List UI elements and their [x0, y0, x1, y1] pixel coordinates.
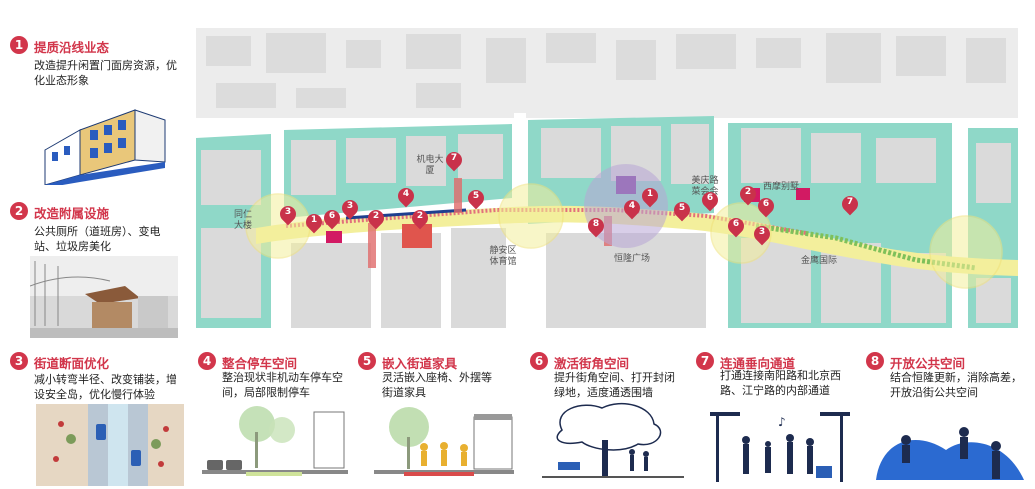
map-pin[interactable]: 4 [394, 184, 418, 210]
panel-4-desc: 整治现状非机动车停车空间，局部限制停车 [222, 371, 343, 399]
parking-section-illustration [202, 406, 348, 476]
map-pin[interactable]: 7 [838, 192, 862, 218]
panel-8-desc: 结合恒隆更新，消除高差，开放沿街公共空间 [890, 371, 1022, 399]
public-space-illustration [876, 427, 1024, 480]
panel-8-badge: 8 [866, 352, 884, 370]
panel-7-badge: 7 [696, 352, 714, 370]
map-pin[interactable]: 5 [464, 186, 488, 212]
map-label-ximo: 西摩别墅 [762, 182, 799, 192]
panel-2-badge: 2 [10, 202, 28, 220]
panel-3-badge: 3 [10, 352, 28, 370]
panel-3-title: 街道断面优化 [34, 356, 110, 371]
street-section-plan [36, 404, 184, 486]
furniture-illustration [374, 407, 514, 476]
panel-7-title: 连通垂向通道 [720, 356, 796, 371]
map-label-jinying: 金鹰国际 [800, 256, 837, 266]
map-pin[interactable]: 1 [302, 210, 326, 236]
panel-5-badge: 5 [358, 352, 376, 370]
storefront-illustration [44, 109, 166, 185]
map-label-jidian: 机电大厦 [416, 155, 444, 176]
panel-6-badge: 6 [530, 352, 548, 370]
map-pin[interactable]: 6 [754, 194, 778, 220]
map-pin[interactable]: 3 [276, 202, 300, 228]
map-pin[interactable]: 2 [736, 182, 760, 208]
panel-6-title: 激活街角空间 [554, 356, 630, 371]
panel-1-badge: 1 [10, 36, 28, 54]
map-pin[interactable]: 2 [408, 206, 432, 232]
panel-7-desc: 打通连接南阳路和北京西路、江宁路的内部通道 [720, 369, 841, 397]
panel-1-title: 提质沿线业态 [34, 40, 110, 55]
panel-5-title: 嵌入街道家具 [382, 356, 458, 371]
map-pin[interactable]: 1 [638, 184, 662, 210]
panel-8-title: 开放公共空间 [890, 356, 966, 371]
panel-5-desc: 灵活嵌入座椅、外摆等街道家具 [382, 371, 492, 399]
map-pin[interactable]: 3 [750, 222, 774, 248]
panel-4-badge: 4 [198, 352, 216, 370]
panel-2-title: 改造附属设施 [34, 206, 110, 221]
vertical-passage-illustration: ♪ [710, 412, 850, 482]
map-label-henglong: 恒隆广场 [613, 254, 650, 264]
map-pin[interactable]: 6 [698, 188, 722, 214]
facility-photo [30, 256, 178, 338]
panel-4-title: 整合停车空间 [222, 356, 298, 371]
panel-1-desc: 改造提升闲置门面房资源，优化业态形象 [34, 59, 177, 87]
panel-2-desc: 公共厕所（道班房）、变电站、垃圾房美化 [34, 225, 161, 253]
map-label-tiyuguan: 静安区体育馆 [489, 246, 517, 267]
svg-text:♪: ♪ [778, 415, 786, 429]
map-pin[interactable]: 6 [320, 206, 344, 232]
map-pin[interactable]: 8 [584, 214, 608, 240]
map-pin[interactable]: 3 [338, 196, 362, 222]
map-pin[interactable]: 5 [670, 198, 694, 224]
site-map [196, 28, 1018, 346]
panel-6-desc: 提升街角空间、打开封闭绿地，适度通透围墙 [554, 371, 675, 399]
map-pin[interactable]: 6 [724, 214, 748, 240]
map-pin[interactable]: 7 [442, 148, 466, 174]
map-label-tongren: 同仁大楼 [233, 210, 252, 231]
panel-3-desc: 减小转弯半径、改变铺装，增设安全岛，优化慢行体验 [34, 373, 177, 401]
map-pin[interactable]: 4 [620, 196, 644, 222]
map-pin[interactable]: 2 [364, 206, 388, 232]
corner-space-illustration [542, 402, 684, 478]
